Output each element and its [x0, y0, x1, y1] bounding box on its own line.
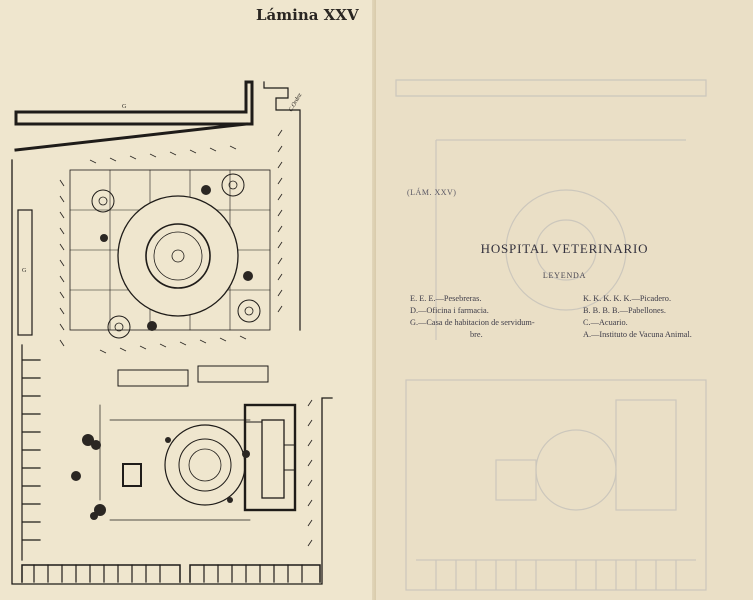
legend-item: E. E. E.—Pesebreras. [410, 294, 482, 303]
label-g-top: G [122, 104, 127, 110]
stalls-bottom-a [21, 564, 181, 583]
label-g-left: G [22, 268, 27, 274]
page-title: HOSPITAL VETERINARIO [480, 241, 649, 256]
east-wall [263, 81, 301, 331]
stalls-left [21, 344, 41, 561]
legend-item: A.—Instituto de Vacuna Animal. [583, 330, 692, 339]
building-g-left [17, 209, 33, 336]
right-page [376, 0, 753, 600]
acuario-ring [164, 424, 246, 506]
legend-item: K. K. K. K. K.—Picadero. [583, 294, 672, 303]
legend-column-left: E. E. E.—Pesebreras. D.—Oficina i farmac… [410, 293, 535, 341]
instituto-building [243, 403, 297, 512]
legend-item: D.—Oficina i farmacia. [410, 306, 489, 315]
site-plan [11, 80, 333, 585]
legend-heading: LEYENDA [542, 271, 587, 280]
plate-reference: (LÁM. XXV) [407, 188, 457, 197]
legend-item: bre. [470, 330, 483, 339]
bleed-through-plan [395, 79, 707, 591]
building-g-top [14, 80, 254, 126]
left-page: Lámina XXV [0, 0, 376, 600]
legend-item: G.—Casa de habitacion de servidum- [410, 318, 535, 327]
legend-column-right: K. K. K. K. K.—Picadero. B. B. B. B.—Pab… [583, 293, 692, 341]
plate-title: Lámina XXV [256, 6, 359, 24]
stalls-bottom-b [189, 564, 321, 583]
outer-wall [11, 159, 333, 585]
legend-item: B. B. B. B.—Pabellones. [583, 306, 666, 315]
legend-item: C.—Acuario. [583, 318, 628, 327]
small-pavilion [122, 463, 142, 487]
